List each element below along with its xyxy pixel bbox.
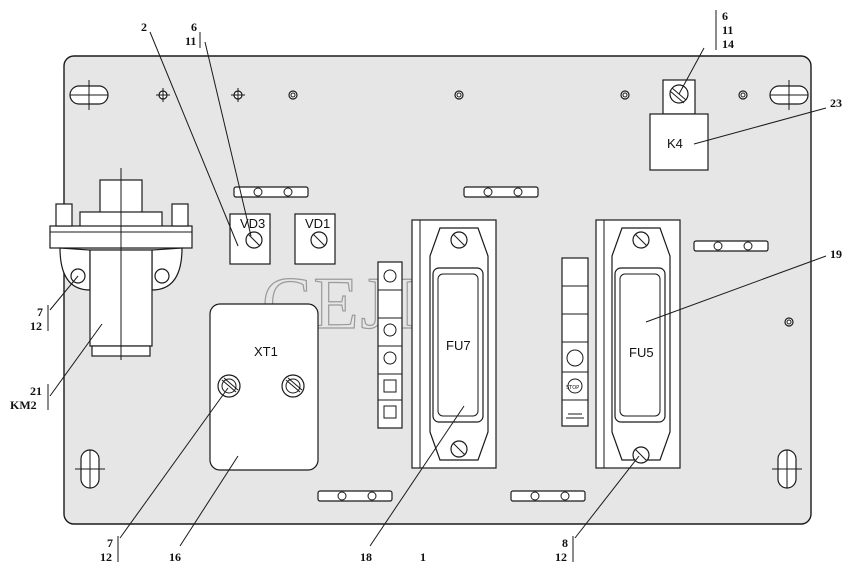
- callout-12-left: 12: [30, 319, 42, 333]
- callout-12-bottom-right: 12: [555, 550, 567, 564]
- wire-clip-upper-mid: [463, 186, 539, 198]
- callout-8: 8: [562, 536, 568, 550]
- fuse-holder-fu5: FU5: [595, 219, 681, 469]
- callout-6-top-left: 6: [191, 20, 197, 34]
- callout-19: 19: [830, 247, 842, 261]
- callout-7-left: 7: [37, 305, 43, 319]
- wire-clip-lower-right: [510, 490, 586, 502]
- terminal-block-xt1: XT1: [209, 303, 319, 471]
- slot-hole-bottom-right: [772, 449, 802, 489]
- relay-km2: [49, 168, 193, 360]
- k4-label: K4: [667, 136, 683, 151]
- relay-k4: K4: [649, 79, 709, 171]
- indicator-strip-left: [377, 261, 403, 429]
- callout-1: 1: [420, 550, 426, 564]
- callout-7-bottom: 7: [107, 536, 113, 550]
- callout-16: 16: [169, 550, 181, 564]
- vd1-label: VD1: [305, 216, 330, 231]
- callout-12-bottom: 12: [100, 550, 112, 564]
- slot-hole-bottom-left: [75, 449, 105, 489]
- callout-km2: KM2: [10, 398, 37, 412]
- vd3-label: VD3: [240, 216, 265, 231]
- rivet-row: [156, 88, 794, 327]
- xt1-label: XT1: [254, 344, 278, 359]
- diode-vd3: VD3: [229, 213, 271, 265]
- indicator-strip-right: STOP: [561, 257, 589, 427]
- callout-11-top-left: 11: [185, 34, 196, 48]
- callout-21: 21: [30, 384, 42, 398]
- fuse-holder-fu7: FU7: [411, 219, 497, 469]
- callout-23: 23: [830, 96, 842, 110]
- callout-6-top-right: 6: [722, 9, 728, 23]
- slot-hole-top-left: [69, 80, 109, 110]
- slot-hole-top-right: [769, 80, 809, 110]
- fu7-label: FU7: [446, 338, 471, 353]
- fu5-label: FU5: [629, 345, 654, 360]
- wire-clip-lower-left: [317, 490, 393, 502]
- callout-18: 18: [360, 550, 372, 564]
- leader-lines: [47, 10, 827, 562]
- callout-14-top-right: 14: [722, 37, 734, 51]
- wire-clip-right: [693, 240, 769, 252]
- wire-clip-upper-left: [233, 186, 309, 198]
- svg-text:STOP: STOP: [566, 385, 579, 391]
- diode-vd1: VD1: [294, 213, 336, 265]
- callout-2: 2: [141, 20, 147, 34]
- callout-11-top-right: 11: [722, 23, 733, 37]
